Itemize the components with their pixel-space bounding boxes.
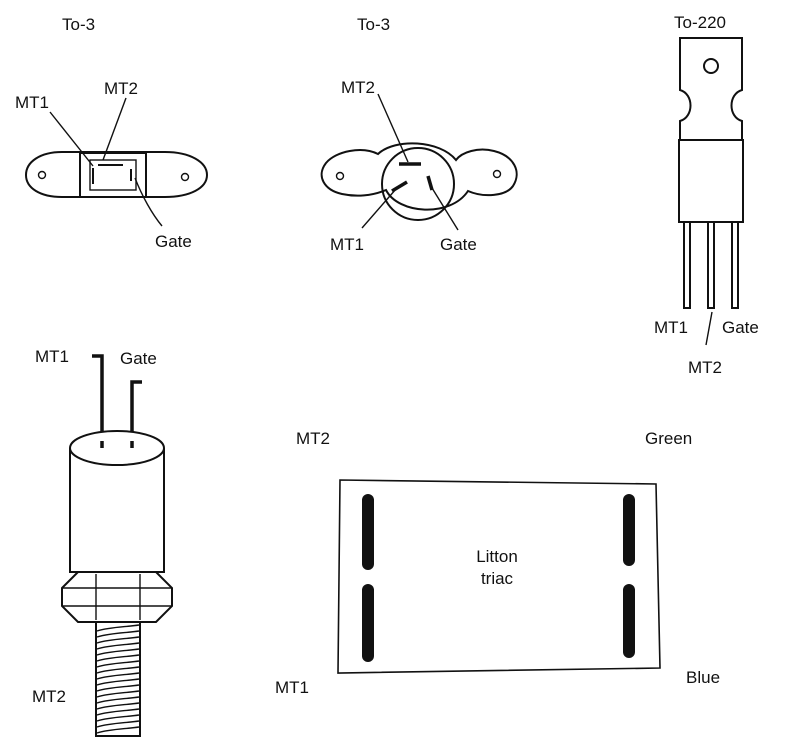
to3-round-mt1-leader bbox=[361, 188, 397, 229]
thread-line bbox=[96, 714, 140, 722]
stud-mt1-label: MT1 bbox=[35, 347, 69, 366]
to3-round-mt1-label: MT1 bbox=[330, 235, 364, 254]
litton-blue-label: Blue bbox=[686, 668, 720, 687]
litton-blue-terminal bbox=[623, 584, 635, 658]
thread-line bbox=[96, 648, 140, 656]
to220-title: To-220 bbox=[674, 13, 726, 32]
litton-package: MT2 Green MT1 Blue Litton triac bbox=[275, 429, 720, 697]
thread-line bbox=[96, 726, 140, 734]
thread-line bbox=[96, 624, 140, 632]
thread-line bbox=[96, 642, 140, 650]
to3-round-mt2-label: MT2 bbox=[341, 78, 375, 97]
to3-flat-case bbox=[79, 152, 147, 198]
litton-name-line1: Litton bbox=[476, 547, 518, 566]
to3-flat-mount-hole-left bbox=[37, 170, 47, 180]
stud-mt2-label: MT2 bbox=[32, 687, 66, 706]
to3-flat-title: To-3 bbox=[62, 15, 95, 34]
thread-line bbox=[96, 630, 140, 638]
stud-gate-lead bbox=[130, 380, 142, 450]
litton-name-line2: triac bbox=[481, 569, 514, 588]
thread-line bbox=[96, 660, 140, 668]
thread-line bbox=[96, 708, 140, 716]
thread-line bbox=[96, 654, 140, 662]
to220-mt1-lead bbox=[683, 221, 691, 309]
to3-round-mount-hole-right bbox=[492, 169, 502, 179]
to3-round-package: To-3 MT2 MT1 Gate bbox=[320, 15, 518, 254]
stud-package: MT1 Gate MT2 bbox=[32, 347, 173, 737]
to3-flat-mt2-label: MT2 bbox=[104, 79, 138, 98]
to3-round-title: To-3 bbox=[357, 15, 390, 34]
to3-flat-mt2-leader bbox=[102, 97, 127, 161]
to3-round-gate-pin bbox=[426, 175, 434, 191]
to220-mt2-label: MT2 bbox=[688, 358, 722, 377]
litton-green-label: Green bbox=[645, 429, 692, 448]
to220-mt1-label: MT1 bbox=[654, 318, 688, 337]
stud-mt1-lead bbox=[92, 354, 104, 450]
to220-body bbox=[678, 139, 744, 223]
stud-thread-lines bbox=[96, 624, 140, 734]
thread-line bbox=[96, 702, 140, 710]
thread-line bbox=[96, 636, 140, 644]
stud-body bbox=[69, 448, 165, 573]
to3-flat-gate-leader bbox=[134, 177, 163, 227]
thread-line bbox=[96, 678, 140, 686]
to220-package: To-220 MT1 Gate MT2 bbox=[654, 13, 759, 377]
to3-round-can bbox=[381, 147, 455, 221]
litton-mt2-terminal bbox=[362, 494, 374, 570]
to220-heat-tab bbox=[679, 37, 743, 141]
stud-body-top bbox=[69, 430, 165, 466]
stud-hex-nut bbox=[61, 571, 173, 623]
to220-mount-hole bbox=[703, 58, 719, 74]
thread-line bbox=[96, 720, 140, 728]
litton-mt1-terminal bbox=[362, 584, 374, 662]
to3-flat-mt1-label: MT1 bbox=[15, 93, 49, 112]
to3-flat-flange bbox=[24, 151, 209, 198]
to3-round-mt2-leader bbox=[377, 93, 409, 163]
to3-flat-mount-hole-right bbox=[180, 172, 190, 182]
stud-gate-label: Gate bbox=[120, 349, 157, 368]
to220-mt2-leader bbox=[705, 311, 713, 346]
thread-line bbox=[96, 696, 140, 704]
litton-mt2-label: MT2 bbox=[296, 429, 330, 448]
litton-case bbox=[337, 479, 661, 674]
thread-line bbox=[96, 690, 140, 698]
to3-flat-package: To-3 MT1 MT2 Gate bbox=[15, 15, 209, 251]
to3-flat-gate-label: Gate bbox=[155, 232, 192, 251]
to220-gate-lead bbox=[731, 221, 739, 309]
thread-line bbox=[96, 666, 140, 674]
litton-green-terminal bbox=[623, 494, 635, 566]
to3-flat-mt1-leader bbox=[49, 111, 94, 167]
to3-round-mt1-pin bbox=[391, 180, 408, 193]
thread-line bbox=[96, 684, 140, 692]
litton-mt1-label: MT1 bbox=[275, 678, 309, 697]
to3-flat-case-inner bbox=[89, 159, 137, 191]
to220-mt2-lead bbox=[707, 221, 715, 309]
to3-round-gate-leader bbox=[431, 187, 459, 231]
to3-round-mount-hole-left bbox=[335, 171, 345, 181]
to3-round-flange bbox=[320, 142, 518, 211]
to3-round-gate-label: Gate bbox=[440, 235, 477, 254]
thread-line bbox=[96, 672, 140, 680]
to220-gate-label: Gate bbox=[722, 318, 759, 337]
